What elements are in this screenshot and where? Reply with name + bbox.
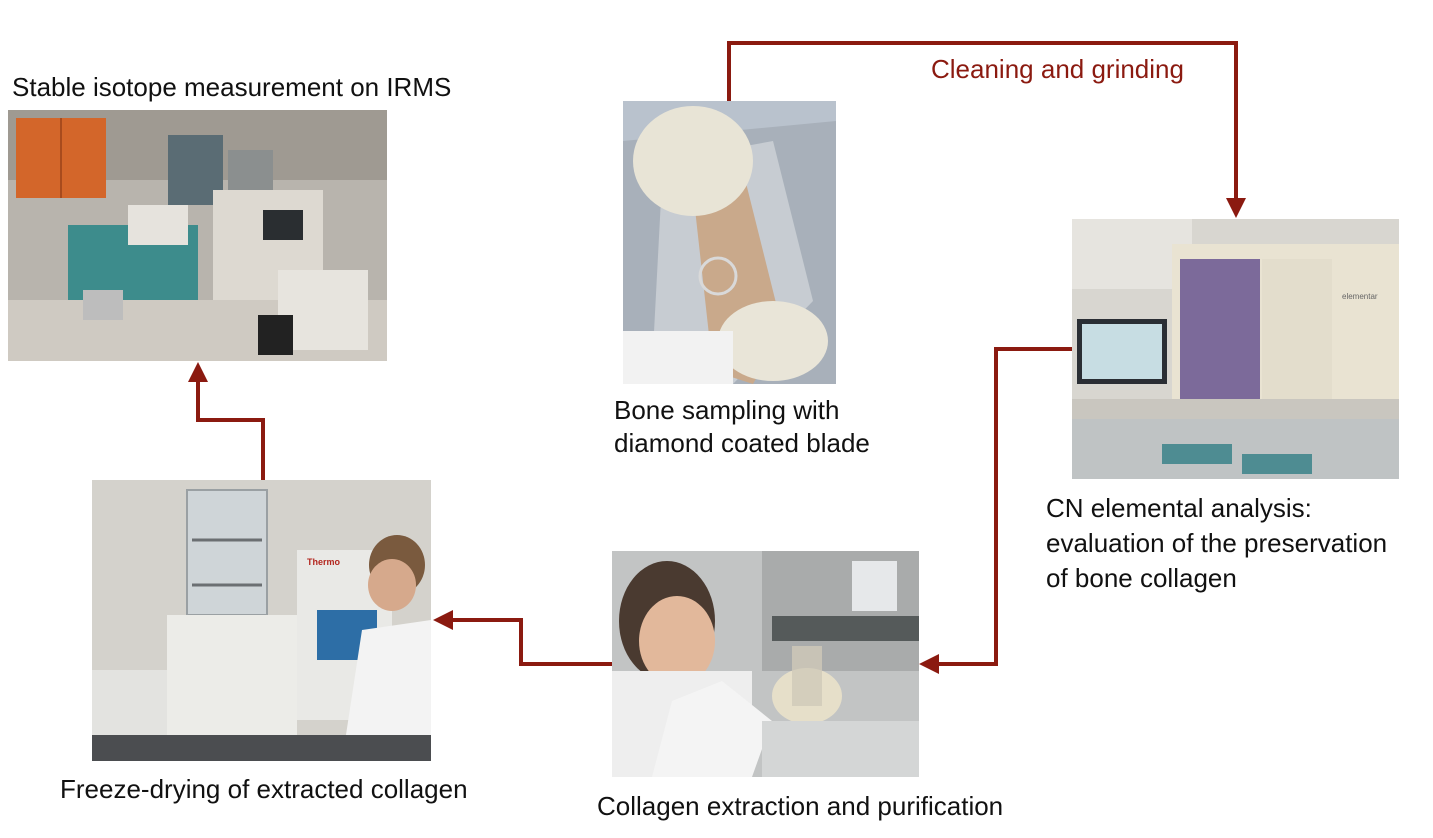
thermo-brand-text: Thermo	[307, 557, 341, 567]
cn-analysis-step-label: CN elemental analysis: evaluation of the…	[1046, 491, 1387, 596]
arrow-cleaning-to-cn	[727, 41, 1246, 218]
irms-step-label: Stable isotope measurement on IRMS	[12, 72, 452, 102]
collagen-extraction-photo	[612, 551, 919, 777]
freeze-drying-step-label: Freeze-drying of extracted collagen	[60, 774, 468, 804]
bone-sampling-photo	[623, 101, 836, 384]
arrow-freeze-to-irms	[188, 362, 265, 480]
extraction-step-label: Collagen extraction and purification	[597, 791, 1004, 821]
cn-analysis-line-2: evaluation of the preservation	[1046, 528, 1388, 558]
cn-analyzer-photo: elementar	[1072, 219, 1399, 479]
arrow-cn-to-extraction	[919, 347, 1075, 674]
bone-sampling-line-2: diamond coated blade	[614, 428, 870, 458]
cleaning-step-label: Cleaning and grinding	[931, 54, 1184, 84]
bone-sampling-step-label: Bone sampling with diamond coated blade	[614, 394, 870, 460]
irms-lab-photo	[8, 110, 387, 361]
bone-sampling-line-1: Bone sampling with	[614, 395, 840, 425]
cn-analysis-line-1: CN elemental analysis:	[1046, 493, 1312, 523]
arrow-extraction-to-freeze	[433, 610, 612, 666]
cn-analysis-line-3: of bone collagen	[1046, 563, 1237, 593]
freeze-drying-photo: Thermo	[92, 480, 431, 761]
elementar-brand-text: elementar	[1342, 292, 1378, 301]
